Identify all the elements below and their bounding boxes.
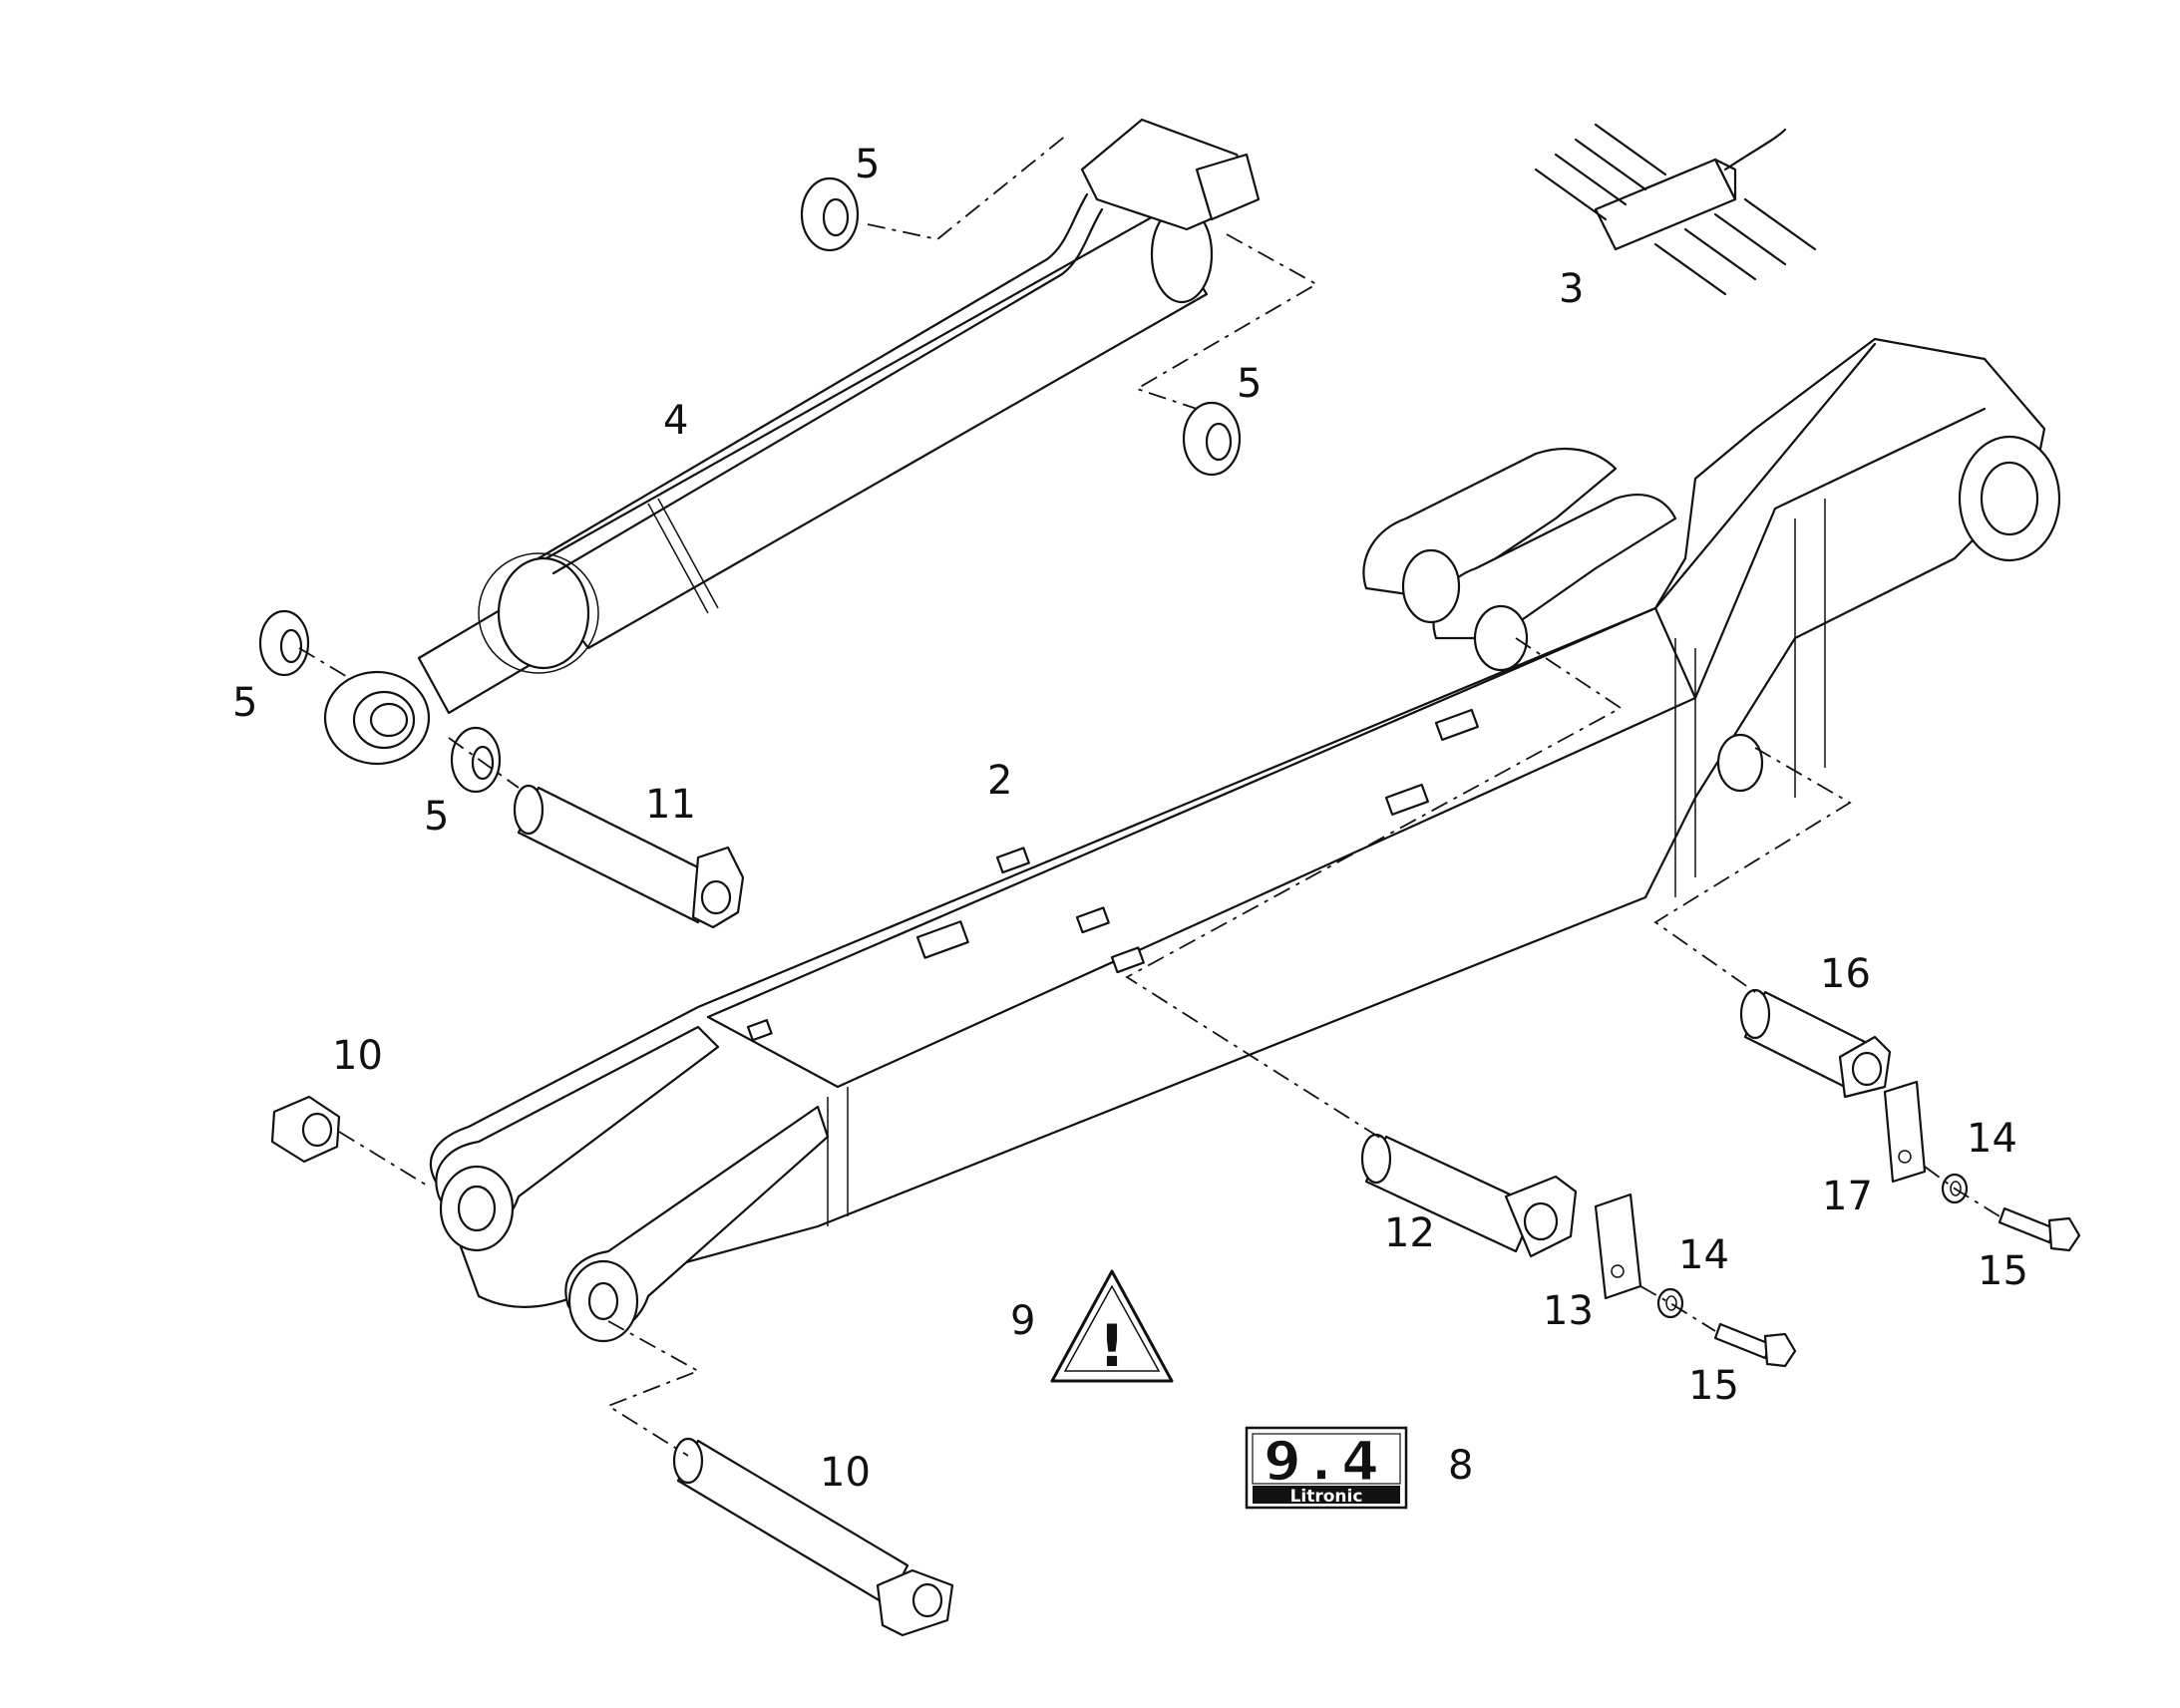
- washer-5-right: [1182, 401, 1242, 477]
- plate-17: [1883, 1080, 1927, 1184]
- part-label-3: 3: [1559, 266, 1584, 312]
- bolt-15-left: [1713, 1322, 1797, 1368]
- part-label-15-left: 15: [1688, 1363, 1739, 1409]
- part-label-9: 9: [1010, 1298, 1035, 1344]
- washer-14-left: [1656, 1287, 1684, 1319]
- part-label-8: 8: [1448, 1443, 1473, 1489]
- pin-11: [513, 784, 745, 929]
- assembly-leader-lines: [298, 134, 2000, 1457]
- warning-exclamation-icon: !: [1099, 1312, 1125, 1380]
- part-label-15-right: 15: [1978, 1248, 2028, 1294]
- part-label-17: 17: [1822, 1174, 1873, 1219]
- washer-5-lower: [450, 726, 502, 794]
- plate-13: [1594, 1193, 1642, 1300]
- part-label-10-pin: 10: [820, 1450, 871, 1496]
- pin-12: [1360, 1133, 1578, 1258]
- part-label-5-left: 5: [232, 680, 257, 726]
- part-label-14-right: 14: [1967, 1116, 2017, 1162]
- washer-5-left: [258, 609, 310, 677]
- nut-10: [270, 1095, 341, 1164]
- part-label-5-top: 5: [855, 142, 880, 187]
- pin-16: [1739, 988, 1892, 1099]
- part-label-14-left: 14: [1678, 1232, 1729, 1278]
- washer-5-top: [800, 176, 860, 252]
- part-label-12: 12: [1384, 1210, 1435, 1256]
- part-label-13: 13: [1543, 1288, 1594, 1334]
- decal-brand-name: Litronic: [1290, 1487, 1363, 1507]
- pin-10: [672, 1437, 954, 1637]
- part-label-10-nut: 10: [332, 1033, 383, 1079]
- decal-model-number: 9.4: [1264, 1430, 1389, 1493]
- part-label-4: 4: [663, 398, 688, 444]
- warning-sign: !: [1050, 1269, 1174, 1383]
- part-label-5-right: 5: [1237, 361, 1262, 407]
- part-label-16: 16: [1820, 951, 1871, 997]
- litronic-decal: 9.4 Litronic: [1245, 1426, 1408, 1510]
- valve-block: [1534, 123, 1817, 296]
- part-label-11: 11: [645, 782, 696, 828]
- part-number-labels: 2 3 4 5 5 5 5 8 9 10 10 11 12 13 14 14 1…: [232, 142, 2028, 1496]
- boom-arm: [429, 337, 2061, 1343]
- hydraulic-cylinder: [323, 118, 1261, 766]
- part-label-2: 2: [987, 758, 1012, 804]
- part-label-5-lower: 5: [424, 794, 449, 840]
- bolt-15-right: [1998, 1206, 2081, 1252]
